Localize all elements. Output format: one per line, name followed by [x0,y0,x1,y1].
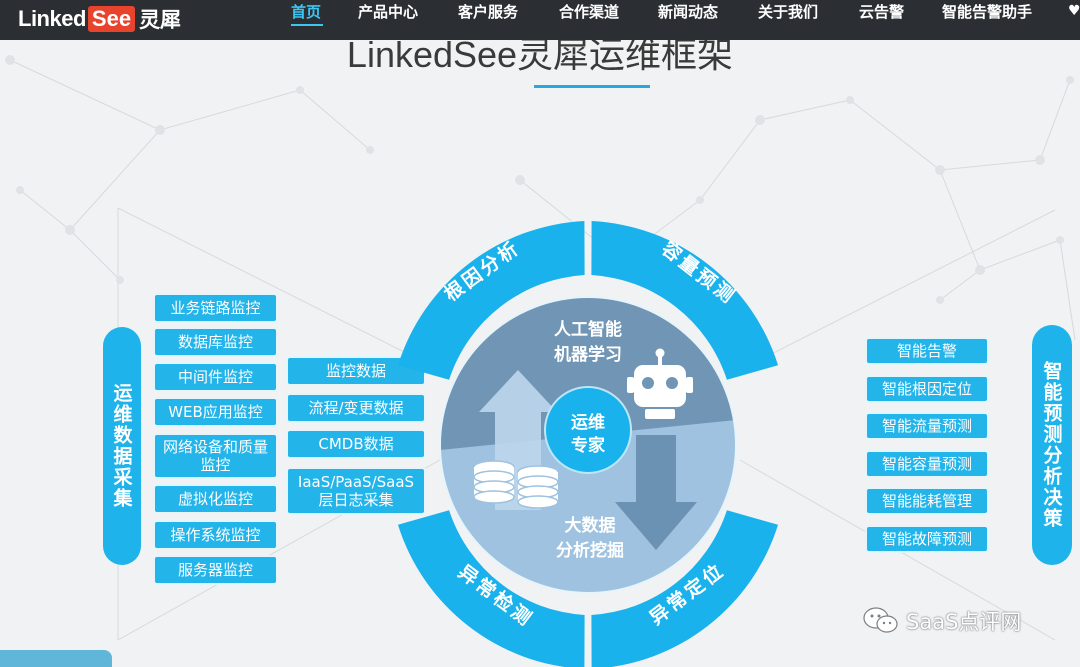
page-title: LinkedSee灵犀运维框架 [346,40,734,75]
watermark-text: SaaS点评网 [906,610,1022,634]
data-cmdb[interactable]: CMDB数据 [286,429,426,459]
center-label-line1: 运维 [571,412,605,433]
logo-part-linked: Linked [18,6,86,31]
nav-item-home[interactable]: 首页 [291,3,322,21]
ai-label-line2: 机器学习 [554,344,622,365]
watermark: SaaS点评网 [862,606,1021,636]
robot-icon [627,348,693,419]
source-network-quality[interactable]: 网络设备和质量监控 [153,433,278,479]
nav-overflow-icon[interactable]: ♥ [1068,3,1080,19]
center-label-line2: 专家 [571,435,605,456]
output-capacity-forecast[interactable]: 智能容量预测 [865,450,989,478]
corner-thumbnail[interactable] [0,650,112,667]
network-background [5,55,1076,641]
wechat-icon [863,607,898,633]
source-virtualization[interactable]: 虚拟化监控 [153,484,278,514]
nav-item-about[interactable]: 关于我们 [758,3,819,21]
framework-section: LinkedSee灵犀运维框架 运维数据采集 业务链路监控 数据库监控 中间件监… [0,40,1080,667]
data-label-line1: 大数据 [565,515,616,536]
ai-label-line1: 人工智能 [554,319,622,340]
ring-segments [397,221,779,667]
brand-logo[interactable]: Linked See 灵犀 [18,4,181,34]
title-underline [534,85,650,88]
nav-item-partners[interactable]: 合作渠道 [559,3,620,21]
output-traffic-forecast[interactable]: 智能流量预测 [865,412,989,440]
data-label-line2: 分析挖掘 [556,540,624,561]
data-cloud-logs[interactable]: IaaS/PaaS/SaaS层日志采集 [286,467,426,515]
output-root-cause[interactable]: 智能根因定位 [865,375,989,403]
top-nav-bar: Linked See 灵犀 首页 产品中心 客户服务 合作渠道 新闻动态 关于我… [0,0,1080,40]
nav-item-customer-service[interactable]: 客户服务 [458,3,519,21]
nav-active-indicator [291,24,323,26]
framework-diagram: 运维 专家 人工智能 机器学习 大数据 分析挖掘 根因分析 容量预测 异常检测 … [397,221,779,667]
output-smart-alert[interactable]: 智能告警 [865,337,989,365]
arrow-down-icon [615,435,697,550]
analysis-decision-label: 智能预测分析决策 [1040,361,1063,529]
nav-item-smart-alert-assistant[interactable]: 智能告警助手 [942,3,1033,21]
center-disc [544,386,632,474]
source-database[interactable]: 数据库监控 [153,327,278,357]
output-fault-forecast[interactable]: 智能故障预测 [865,525,989,553]
logo-part-chinese: 灵犀 [139,8,182,32]
nav-item-cloud-alert[interactable]: 云告警 [859,3,905,21]
database-icon [473,460,559,509]
logo-part-see: See [87,6,136,32]
analysis-decision-bar: 智能预测分析决策 [1032,325,1072,565]
data-collection-bar: 运维数据采集 [103,327,141,565]
data-process-change[interactable]: 流程/变更数据 [286,393,426,423]
output-energy-management[interactable]: 智能能耗管理 [865,487,989,515]
nav-item-products[interactable]: 产品中心 [358,3,419,21]
source-os[interactable]: 操作系统监控 [153,520,278,550]
source-middleware[interactable]: 中间件监控 [153,362,278,392]
source-server[interactable]: 服务器监控 [153,555,278,585]
source-web-app[interactable]: WEB应用监控 [153,397,278,427]
nav-item-news[interactable]: 新闻动态 [658,3,719,21]
source-business-link[interactable]: 业务链路监控 [153,293,278,323]
data-collection-label: 运维数据采集 [110,383,133,509]
